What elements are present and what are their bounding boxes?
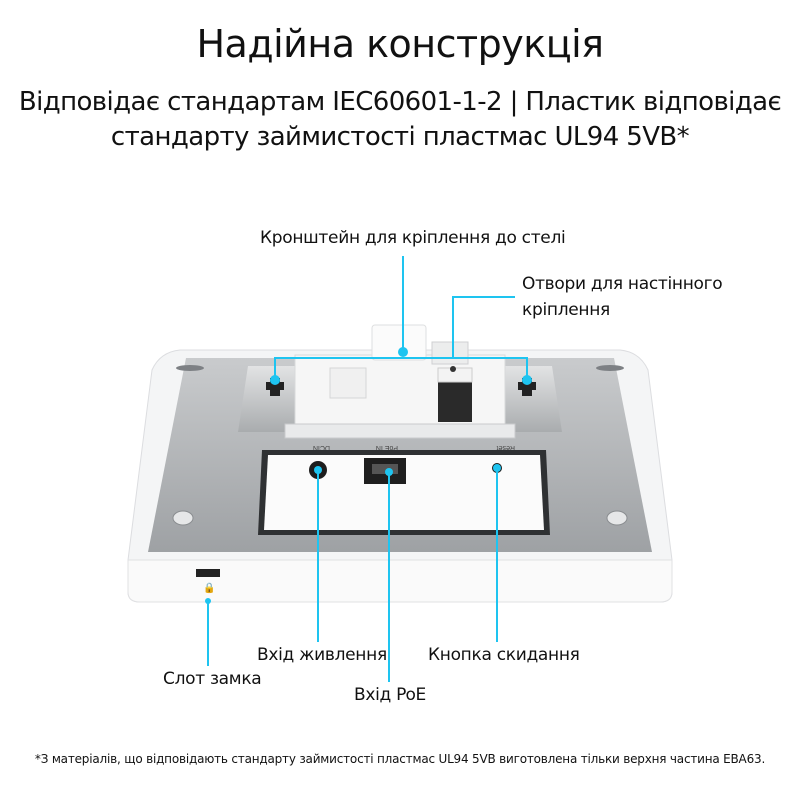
lock-icon: 🔒: [203, 582, 215, 594]
reset-label: Reset: [497, 444, 515, 451]
dcin-label: DCIN: [313, 444, 330, 451]
callout-lock-slot: Слот замка: [163, 669, 262, 689]
lock-slot: [196, 569, 220, 577]
footnote: *З матеріалів, що відповідають стандарту…: [34, 752, 766, 766]
poe-label: PoE IN: [376, 444, 398, 451]
callout-wall-holes-2: кріплення: [522, 300, 610, 320]
callout-poe-input: Вхід PoE: [354, 685, 426, 705]
callout-power-input: Вхід живлення: [257, 645, 387, 665]
callout-lines: [207, 256, 528, 682]
callout-wall-holes-1: Отвори для настінного: [522, 274, 723, 294]
subtitle-line-1: Відповідає стандартам IEC60601-1-2 | Пла…: [18, 87, 782, 117]
callout-reset-button: Кнопка скидання: [428, 645, 580, 665]
subtitle-line-2: стандарту займистості пластмас UL94 5VB*: [110, 122, 690, 152]
page-title: Надійна конструкція: [196, 22, 604, 66]
callout-ceiling-bracket: Кронштейн для кріплення до стелі: [260, 228, 566, 248]
